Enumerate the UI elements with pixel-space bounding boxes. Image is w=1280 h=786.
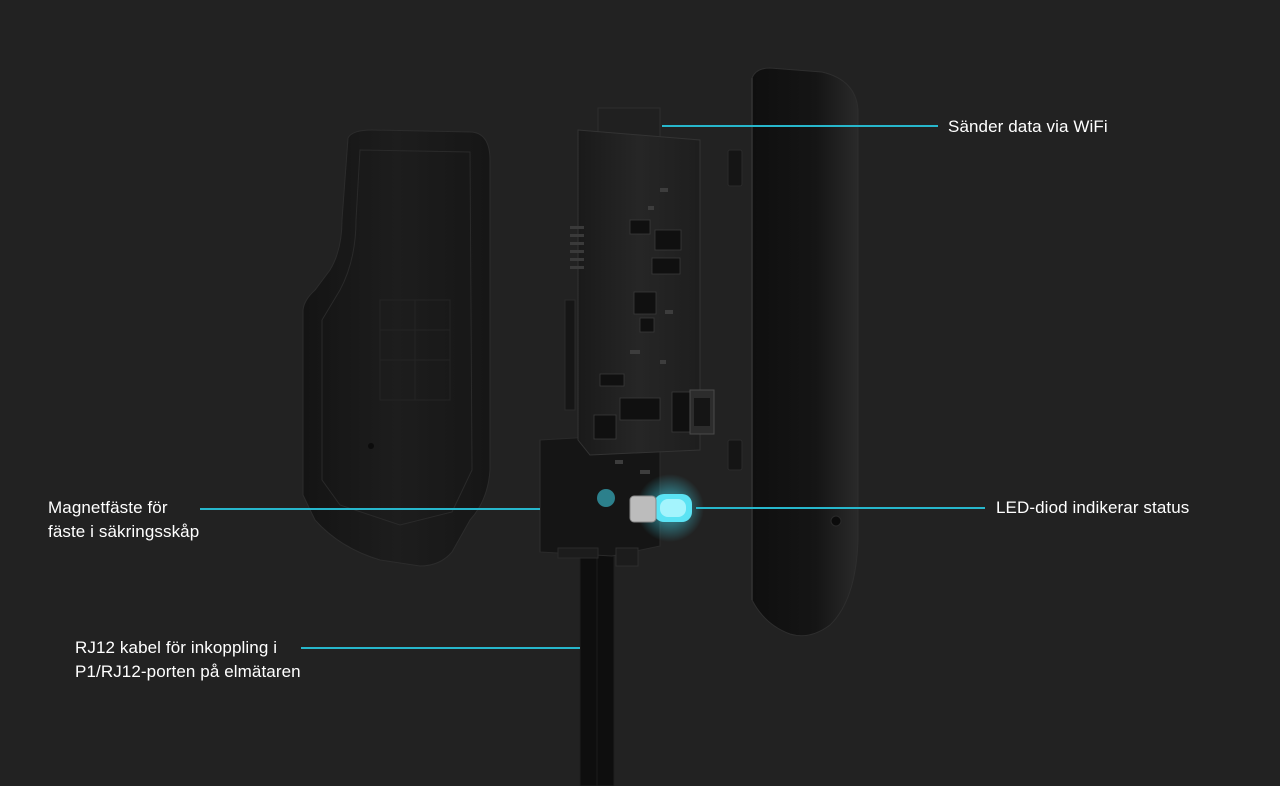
callout-label-rj12-line2: P1/RJ12-porten på elmätaren (75, 662, 301, 681)
callout-lines (200, 125, 985, 649)
callout-label-magnet-line1: Magnetfäste för (48, 498, 168, 517)
rj12-cable (579, 539, 615, 786)
callout-label-magnet: Magnetfäste för fäste i säkringsskåp (48, 496, 199, 544)
callout-label-led: LED-diod indikerar status (996, 498, 1190, 517)
callout-label-wifi: Sänder data via WiFi (948, 117, 1108, 136)
callout-label-rj12-line1: RJ12 kabel för inkoppling i (75, 638, 278, 657)
callout-label-magnet-line2: fäste i säkringsskåp (48, 522, 200, 541)
pcb-board (564, 107, 715, 474)
back-housing (302, 129, 491, 567)
callout-label-rj12: RJ12 kabel för inkoppling i P1/RJ12-port… (75, 636, 301, 684)
front-cover (727, 67, 859, 637)
led-diode (597, 474, 704, 542)
